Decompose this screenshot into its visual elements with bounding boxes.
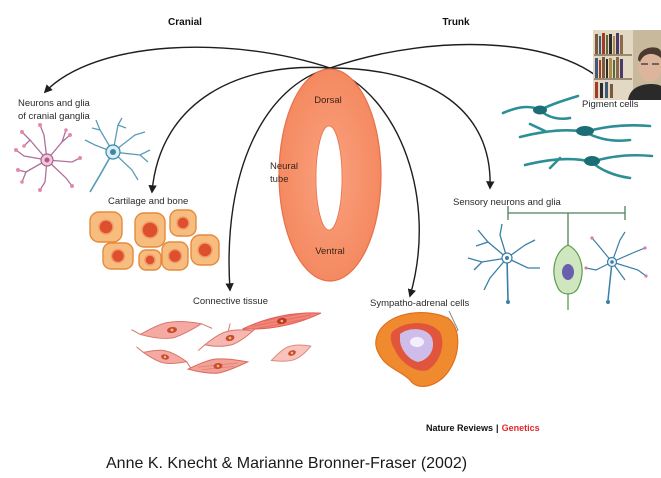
fibroblast-cell xyxy=(131,321,213,339)
arrow-to-cartilage xyxy=(148,66,331,194)
fibroblast-cell xyxy=(186,358,250,374)
sensory-bracket xyxy=(507,206,626,245)
label-sympathoadrenal: Sympatho-adrenal cells xyxy=(370,298,470,309)
label-dorsal: Dorsal xyxy=(314,95,341,106)
cartilage-cells xyxy=(89,209,220,271)
cranial-neuron-blue xyxy=(84,117,151,193)
source-credit: Nature Reviews|Genetics xyxy=(426,423,540,433)
source-section: Genetics xyxy=(502,423,540,433)
label-cranial-neurons-line1: Neurons and glia xyxy=(18,98,91,109)
neural-tube: Dorsal Neural tube Ventral xyxy=(270,68,382,282)
cranial-neuron-pink xyxy=(14,123,82,192)
arrow-to-sensory-neurons xyxy=(329,67,495,190)
header-cranial: Cranial xyxy=(168,17,202,28)
label-connective-tissue: Connective tissue xyxy=(193,296,268,307)
neural-tube-lumen xyxy=(315,125,343,231)
arrow-to-connective-tissue xyxy=(225,67,331,292)
label-tube: tube xyxy=(270,174,289,185)
sympathoadrenal-cell xyxy=(375,312,459,388)
source-separator: | xyxy=(496,423,499,433)
webcam-overlay xyxy=(593,30,661,100)
fibroblast-cell xyxy=(197,323,260,352)
sensory-neurons-and-glia xyxy=(467,206,648,310)
connective-tissue-cells xyxy=(131,312,322,374)
header-trunk: Trunk xyxy=(442,17,470,28)
arrow-to-cranial-neurons xyxy=(43,46,331,94)
glial-cell xyxy=(553,244,583,310)
citation-caption: Anne K. Knecht & Marianne Bronner-Fraser… xyxy=(106,455,468,472)
arrow-to-pigment-cells xyxy=(329,43,614,95)
label-neural: Neural xyxy=(270,161,298,172)
sensory-neuron-left xyxy=(467,223,540,304)
label-cranial-neurons-line2: of cranial ganglia xyxy=(18,111,91,122)
fibroblast-cell xyxy=(270,344,312,362)
label-ventral: Ventral xyxy=(315,246,345,257)
label-sensory-neurons: Sensory neurons and glia xyxy=(453,197,561,208)
label-cartilage: Cartilage and bone xyxy=(108,196,188,207)
presenter xyxy=(628,47,661,100)
fibroblast-cell xyxy=(242,312,322,330)
source-journal: Nature Reviews xyxy=(426,423,493,433)
sensory-neuron-right xyxy=(584,231,648,304)
bookshelf xyxy=(594,33,632,98)
label-pigment-cells: Pigment cells xyxy=(582,99,639,110)
fibroblast-cell xyxy=(136,346,192,369)
pigment-cells xyxy=(501,94,654,180)
